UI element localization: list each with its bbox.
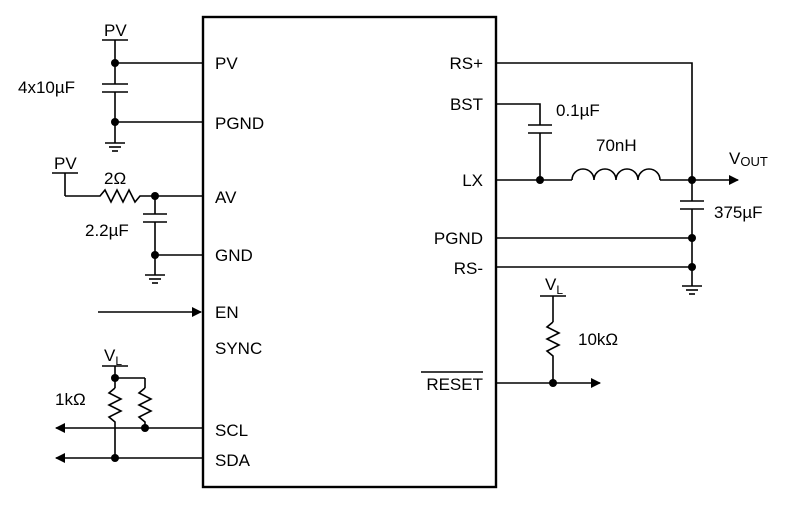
cap-av-label: 2.2µF — [85, 221, 129, 240]
resistor-1k-sda — [107, 387, 123, 458]
inductor-70nh — [571, 168, 661, 181]
junction-scl — [141, 424, 149, 432]
cap-bst-label: 0.1µF — [556, 101, 600, 120]
pin-label-pgnd-left: PGND — [215, 114, 264, 133]
ground-symbol-output — [682, 285, 702, 295]
ground-symbol-input — [105, 142, 125, 152]
ground-symbol-av — [145, 274, 165, 284]
pin-label-gnd: GND — [215, 246, 253, 265]
junction-vl-i2c — [111, 374, 119, 382]
output-network: 70nH VOUT 375µF — [496, 62, 768, 295]
junction-sda — [111, 454, 119, 462]
vl-i2c-label: VL — [104, 346, 122, 368]
input-cap-label: 4x10µF — [18, 78, 75, 97]
junction-reset — [549, 379, 557, 387]
pv-left-label: PV — [54, 154, 77, 173]
pin-label-rs-plus: RS+ — [449, 54, 483, 73]
inductor-label: 70nH — [596, 136, 637, 155]
res-reset-label: 10kΩ — [578, 330, 618, 349]
res-av-label: 2Ω — [104, 169, 126, 188]
res-i2c-label: 1kΩ — [55, 390, 86, 409]
cap-out-label: 375µF — [714, 203, 763, 222]
resistor-1k-scl — [137, 387, 153, 428]
bst-network: 0.1µF — [496, 101, 600, 180]
resistor-10k — [545, 321, 561, 383]
junction-av — [151, 192, 159, 200]
junction-pgnd-out — [688, 234, 696, 242]
pin-label-rs-minus: RS- — [454, 259, 483, 278]
pv-input-network: PV 4x10µF — [18, 21, 203, 152]
junction-lx — [536, 176, 544, 184]
resistor-2ohm — [65, 188, 203, 204]
junction-pgnd — [111, 118, 119, 126]
pin-label-bst: BST — [450, 95, 483, 114]
vout-label: VOUT — [729, 149, 768, 169]
pin-label-scl: SCL — [215, 421, 248, 440]
pv-top-label: PV — [104, 21, 127, 40]
pin-label-sync: SYNC — [215, 339, 262, 358]
pin-label-reset: RESET — [426, 375, 483, 394]
pin-label-pgnd-right: PGND — [434, 229, 483, 248]
pin-label-en: EN — [215, 303, 239, 322]
pin-label-lx: LX — [462, 171, 483, 190]
pin-label-sda: SDA — [215, 451, 251, 470]
ic-body — [201, 15, 498, 489]
vl-reset-label: VL — [545, 275, 563, 297]
pin-label-av: AV — [215, 188, 237, 207]
i2c-pullup-network: VL 1kΩ — [55, 346, 203, 463]
junction-rs-minus — [688, 263, 696, 271]
junction-pv — [111, 59, 119, 67]
reset-pullup-network: VL 10kΩ — [496, 275, 618, 388]
av-filter-network: PV 2Ω 2.2µF — [52, 154, 203, 284]
junction-gnd — [151, 251, 159, 259]
pin-label-pv: PV — [215, 54, 238, 73]
